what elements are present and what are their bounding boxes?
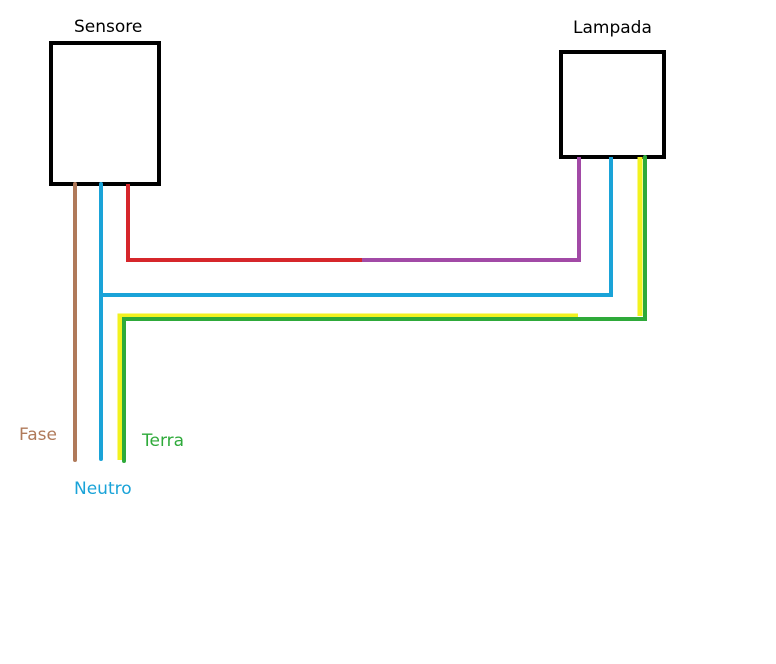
earth-wire [122,155,647,463]
neutral-wire-to-lamp [101,157,613,297]
earth-label: Terra [142,431,185,451]
sensor-label: Sensore [74,17,143,37]
sensor-box [49,41,161,186]
earth-wire-yellow-stripe [117,313,578,460]
switched-wire-red [126,184,362,262]
phase-label: Fase [19,425,57,445]
neutral-label: Neutro [74,479,132,499]
switched-wire-purple [362,157,581,262]
lamp-box [559,50,666,159]
lamp-label: Lampada [573,18,652,38]
